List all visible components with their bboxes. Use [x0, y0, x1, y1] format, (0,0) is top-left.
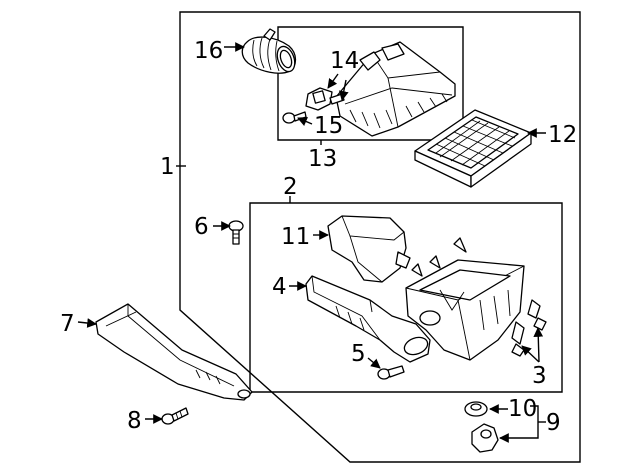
air-inlet-snorkel[interactable] [95, 303, 253, 401]
callout-13: 13 [308, 146, 337, 172]
callout-10: 10 [508, 396, 537, 422]
callout-8: 8 [127, 408, 142, 434]
air-box-cover[interactable] [335, 41, 456, 137]
callout-4: 4 [272, 274, 287, 300]
callout-15: 15 [314, 113, 343, 139]
callout-14: 14 [330, 48, 359, 74]
retaining-clips[interactable] [511, 299, 547, 357]
bolt-5[interactable] [377, 365, 405, 380]
air-box-housing[interactable] [405, 237, 525, 361]
bolt-8[interactable] [161, 407, 189, 425]
intake-coupler-hose[interactable] [241, 28, 298, 74]
grommet[interactable] [464, 401, 488, 417]
sub-assembly-2-box [249, 202, 563, 393]
callout-1: 1 [160, 154, 175, 180]
callout-11: 11 [281, 224, 310, 250]
callout-9: 9 [546, 410, 561, 436]
resonator[interactable] [327, 215, 411, 283]
assembly-frame-outline [179, 11, 581, 463]
bolt-6[interactable] [228, 220, 244, 245]
callout-3: 3 [532, 363, 547, 389]
callout-7: 7 [60, 311, 75, 337]
callout-2: 2 [283, 174, 298, 200]
intake-duct[interactable] [305, 275, 431, 363]
leader-lines [77, 42, 546, 443]
mount-bracket[interactable] [471, 423, 499, 453]
callout-12: 12 [548, 122, 577, 148]
callout-5: 5 [351, 341, 366, 367]
air-filter-element[interactable] [414, 109, 532, 188]
sensor-screw[interactable] [282, 111, 307, 124]
callout-6: 6 [194, 214, 209, 240]
callout-16: 16 [194, 38, 223, 64]
